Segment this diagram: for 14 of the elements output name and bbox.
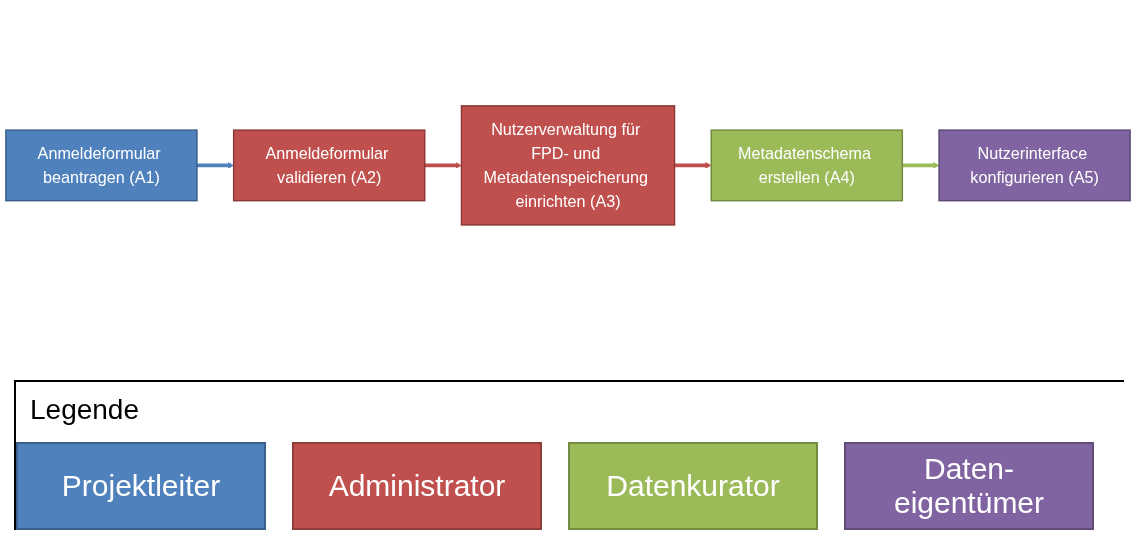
node-box: Nutzerverwaltung für FPD- und Metadatenspeicherung einrichten (A3) bbox=[460, 104, 676, 226]
legend-swatch: Projektleiter bbox=[16, 442, 266, 530]
node-box: Metadatenschema erstellen (A4) bbox=[710, 129, 904, 201]
arrow bbox=[424, 161, 462, 169]
node-box: Anmeldeformular validieren (A2) bbox=[232, 129, 426, 201]
arrow bbox=[196, 161, 234, 169]
legend-swatch: Administrator bbox=[292, 442, 542, 530]
legend-swatch: Daten- eigentümer bbox=[844, 442, 1094, 530]
arrow bbox=[902, 161, 940, 169]
node-box: Nutzerinterface konfigurieren (A5) bbox=[938, 129, 1131, 201]
legend-swatch: Datenkurator bbox=[568, 442, 818, 530]
legend-title: Legende bbox=[30, 394, 139, 426]
node-box: Anmeldeformular beantragen (A1) bbox=[5, 129, 198, 201]
arrow bbox=[674, 161, 712, 169]
